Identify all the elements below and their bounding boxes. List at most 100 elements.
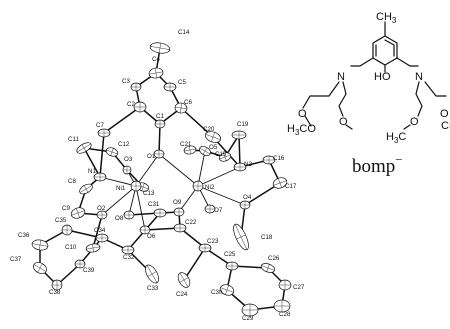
- ellipsoid-axes-ni2: [193, 181, 203, 191]
- ellipsoid-axes-c36: [32, 240, 48, 250]
- atom-c5: [163, 82, 177, 92]
- coordination-bond-ni1-o1: [135, 153, 160, 187]
- atom-label-c34: C34: [94, 227, 106, 234]
- ellipsoid-axes-o4: [240, 201, 250, 209]
- bond-c7-n1: [99, 132, 105, 178]
- atom-c23: [198, 243, 212, 253]
- atom-label-c20: C20: [203, 126, 215, 133]
- ellipsoid-axes-o7: [205, 205, 215, 213]
- atom-label-c36: C36: [18, 232, 30, 239]
- atom-label-c9: C9: [62, 205, 70, 212]
- atom-label-o7: O7: [214, 207, 223, 214]
- ellipsoid-axes-c31: [154, 209, 166, 217]
- atom-n2: [233, 162, 247, 172]
- atom-c7: [97, 128, 111, 138]
- ellipsoid-axes-c23: [199, 244, 211, 252]
- atom-label-o3: O3: [124, 156, 133, 163]
- atom-c30: [219, 284, 235, 296]
- ellipsoid-axes-c7: [98, 129, 110, 137]
- ellipsoid-axes-c19: [232, 131, 246, 139]
- coordination-bond-ni2-o1: [158, 153, 199, 187]
- ellipsoid-axes-c1: [155, 120, 165, 128]
- atom-label-c35: C35: [55, 217, 67, 224]
- ellipsoid-axes-c39: [75, 260, 85, 268]
- atom-c17: [272, 177, 288, 189]
- atom-n1: [93, 172, 107, 182]
- ellipsoid-axes-c37: [33, 263, 47, 273]
- atom-label-c39: C39: [83, 267, 95, 274]
- atom-label-c7: C7: [96, 122, 104, 129]
- structural-formula: CH3 N N HO O O O O H3CO H3C CH bomp−: [287, 11, 450, 177]
- atom-label-c5: C5: [178, 79, 186, 86]
- bond-c22-c23: [179, 227, 206, 249]
- atom-c10: [85, 243, 101, 253]
- ellipsoid-axes-o3: [123, 166, 131, 174]
- atom-c32: [121, 245, 135, 255]
- coordination-bond-ni2-o4: [197, 185, 246, 206]
- atom-c24: [177, 272, 191, 288]
- right-lower-arm: [415, 81, 423, 117]
- atom-label-ni1: Ni1: [116, 185, 126, 192]
- atom-c25: [225, 261, 239, 271]
- bond-o2-c10: [92, 214, 103, 249]
- atom-c33: [145, 264, 159, 284]
- atom-label-c10: C10: [65, 244, 77, 251]
- atom-label-c26: C26: [268, 255, 280, 262]
- atom-label-c12: C12: [118, 141, 130, 148]
- atom-label-c18: C18: [261, 234, 273, 241]
- ellipsoid-axes-c15: [219, 153, 231, 161]
- right-nitrogen-label: N: [415, 71, 423, 83]
- ellipsoid-axes-c22: [174, 224, 186, 232]
- atom-c18: [233, 223, 249, 251]
- atom-label-ni2: Ni2: [205, 184, 215, 191]
- left-upper-arm: [302, 81, 340, 109]
- atom-label-o1: O1: [147, 153, 156, 160]
- atom-c3: [130, 82, 142, 92]
- right-ch-label: CH: [441, 120, 450, 132]
- atom-label-c23: C23: [207, 238, 219, 245]
- atom-label-o6: O6: [147, 233, 156, 240]
- coordination-bond-ni1-o6: [135, 185, 146, 231]
- atom-c2: [133, 101, 147, 113]
- methyl-label: CH3: [376, 11, 397, 25]
- atom-c29: [241, 303, 259, 317]
- left-lower-arm: [338, 81, 347, 117]
- atom-c28: [273, 299, 291, 313]
- atom-label-c32: C32: [123, 254, 135, 261]
- atom-label-c29: C29: [242, 315, 254, 322]
- right-methoxy-label: H3C: [386, 131, 406, 145]
- ellipsoid-axes-c17: [273, 178, 287, 188]
- ellipsoid-axes-ni1: [131, 181, 141, 191]
- atom-c16: [262, 155, 276, 165]
- atom-c6: [174, 102, 188, 114]
- atom-label-c31: C31: [148, 201, 160, 208]
- atom-c20: [204, 131, 222, 143]
- atom-label-c3: C3: [122, 78, 130, 85]
- coordination-bond-ni1-n1: [99, 176, 137, 187]
- atom-c36: [31, 239, 49, 251]
- ellipsoid-axes-c30: [220, 285, 234, 295]
- atom-c27: [278, 279, 292, 291]
- ellipsoid-axes-n1: [94, 173, 106, 181]
- atom-ni2: [192, 180, 204, 192]
- bond-n2-c19: [238, 134, 241, 168]
- ellipsoid-axes-c26: [261, 264, 275, 272]
- bond-n1-c11: [83, 147, 101, 178]
- atom-label-c21: C21: [180, 141, 192, 148]
- atom-label-c13: C13: [143, 190, 155, 197]
- left-benzyl-arm: [350, 57, 374, 67]
- atom-c15: [218, 152, 232, 162]
- atom-label-n1: N1: [88, 168, 96, 175]
- atom-c8: [79, 183, 93, 195]
- ellipsoid-axes-c38: [52, 280, 62, 290]
- atom-c19: [231, 130, 247, 140]
- ellipsoid-axes-o8: [124, 211, 134, 219]
- ring-double-bonds: [375, 39, 395, 57]
- atom-c22: [173, 223, 187, 233]
- atom-c38: [51, 279, 63, 291]
- atom-c11: [76, 142, 92, 154]
- bonds-layer: [39, 47, 286, 311]
- ellipsoid-axes-c20: [205, 132, 221, 142]
- ellipsoid-axes-c35: [62, 225, 72, 235]
- atom-c35: [61, 224, 73, 236]
